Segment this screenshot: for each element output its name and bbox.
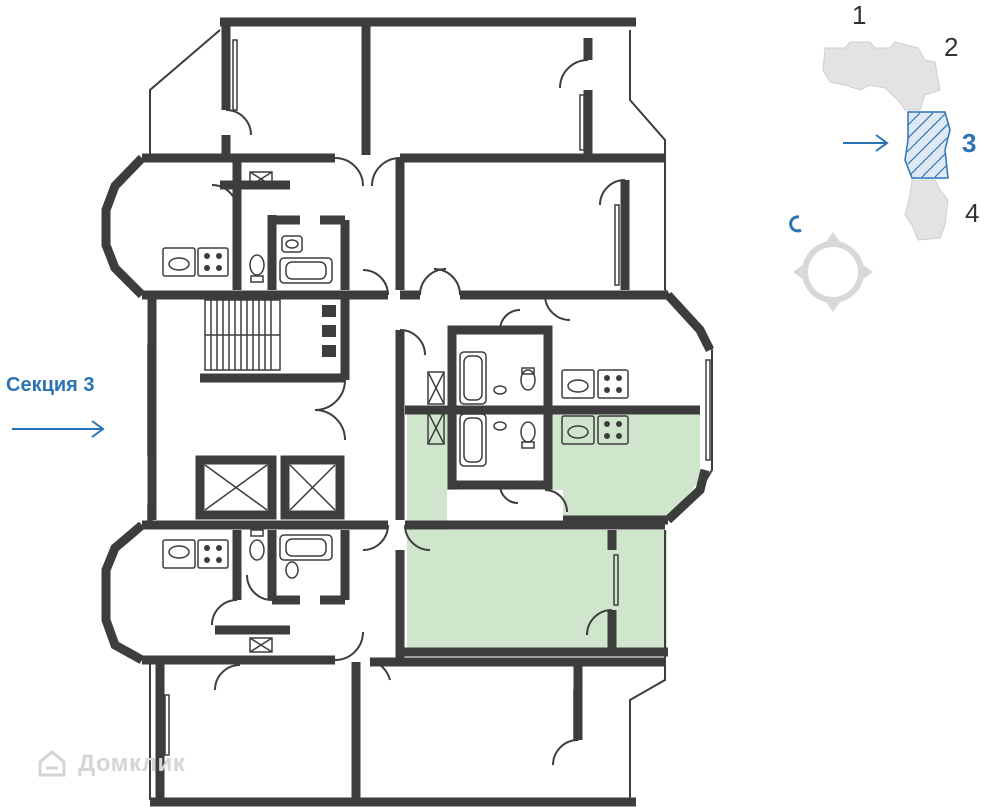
stove-burners [204,253,622,563]
bathroom-fixtures [249,235,536,579]
key-plan-section-2[interactable]: 2 [944,32,959,62]
key-plan-section-3[interactable]: 3 [962,128,977,158]
key-plan[interactable] [822,41,951,241]
walls [101,17,715,807]
highlighted-apartment[interactable] [407,410,700,648]
key-plan-section-4[interactable]: 4 [965,198,980,228]
kitchen-fixtures [162,247,629,569]
windows [147,39,711,756]
watermark: Домклик [78,750,186,777]
section-label: Секция 3 [6,374,95,396]
domklik-logo-icon [38,750,66,777]
stair-flight [204,299,281,371]
door-swings [211,59,626,766]
lift-shafts [204,171,445,653]
entrance-arrow [12,420,105,438]
compass-icon [789,215,873,312]
key-plan-section-1[interactable]: 1 [852,0,867,30]
vent-shafts [322,305,336,357]
